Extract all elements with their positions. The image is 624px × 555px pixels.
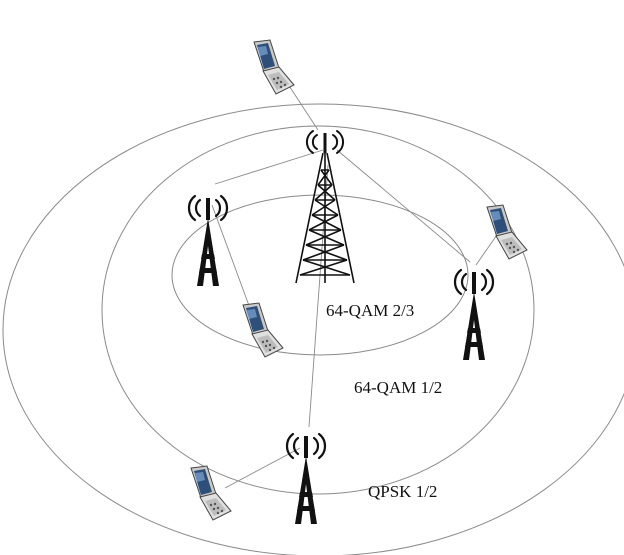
relay-tower-right-icon <box>453 268 495 362</box>
link-relay-right-to-phone-right <box>475 231 500 266</box>
phone-right-icon <box>486 204 528 260</box>
phone-top-icon <box>253 39 295 95</box>
middle-coverage-ring <box>101 125 535 495</box>
outer-coverage-ring <box>2 103 624 555</box>
relay-tower-bottom-icon <box>285 432 327 526</box>
link-relay-left-to-phone-mid <box>211 204 256 323</box>
main-lattice-tower-icon <box>295 130 355 284</box>
phone-bottom-icon <box>190 465 232 521</box>
link-relay-bottom-to-phone-bottom <box>224 447 301 489</box>
link-main-to-relay-right <box>336 149 471 263</box>
phone-middle-icon <box>242 302 284 358</box>
link-main-to-relay-left <box>214 149 324 185</box>
relay-tower-left-icon <box>187 194 229 288</box>
zone-label-middle: 64-QAM 1/2 <box>354 378 443 397</box>
zone-label-outer: QPSK 1/2 <box>368 482 438 501</box>
zone-label-inner: 64-QAM 2/3 <box>326 301 415 320</box>
